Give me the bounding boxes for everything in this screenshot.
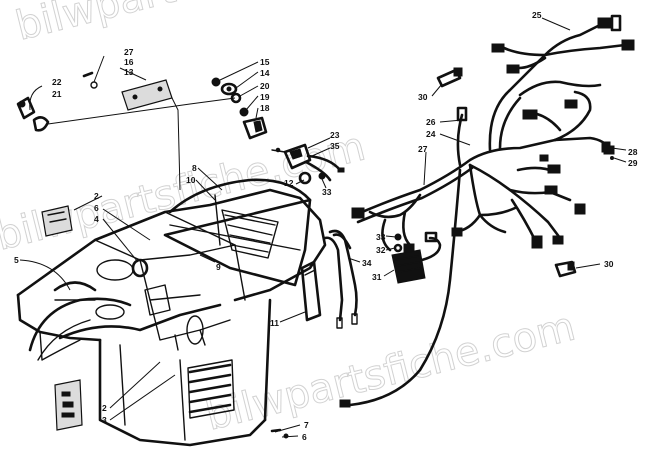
callout: 6 bbox=[302, 432, 307, 442]
wire-pigtail-34 bbox=[323, 229, 358, 329]
louver-vents bbox=[187, 359, 235, 419]
callout: 35 bbox=[330, 141, 340, 151]
callout: 7 bbox=[304, 420, 309, 430]
gauge-opening bbox=[95, 304, 125, 320]
callout: 2 bbox=[94, 191, 99, 201]
regulator-31 bbox=[391, 231, 442, 284]
nut-12 bbox=[298, 171, 312, 185]
callout: 19 bbox=[260, 92, 270, 102]
pad-part bbox=[41, 205, 73, 237]
screw-7 bbox=[270, 428, 289, 439]
washer-32 bbox=[393, 243, 403, 253]
callout: 11 bbox=[270, 318, 279, 328]
console-housing bbox=[16, 188, 327, 447]
connector-30-top bbox=[436, 67, 463, 88]
callout: 14 bbox=[260, 68, 270, 78]
callout: 4 bbox=[94, 214, 99, 224]
nut-15 bbox=[211, 77, 221, 87]
callout: 10 bbox=[186, 175, 196, 185]
callout: 16 bbox=[124, 57, 134, 67]
mounting-strip bbox=[300, 260, 322, 322]
callout: 21 bbox=[52, 89, 62, 99]
washer-14 bbox=[220, 82, 238, 96]
gauge-opening bbox=[96, 259, 134, 281]
callout: 24 bbox=[426, 129, 436, 139]
callout: 27 bbox=[124, 47, 134, 57]
callout: 27 bbox=[418, 144, 428, 154]
callout: 15 bbox=[260, 57, 270, 67]
callout: 5 bbox=[14, 255, 19, 265]
headlight-pod bbox=[53, 281, 97, 292]
callout: 20 bbox=[260, 81, 270, 91]
knob bbox=[131, 258, 149, 278]
watermark-text: bilwpartsfiche.com bbox=[0, 124, 370, 260]
callout: 30 bbox=[418, 92, 428, 102]
callout: 18 bbox=[260, 103, 270, 113]
callout: 34 bbox=[362, 258, 372, 268]
switch-18 bbox=[242, 116, 268, 140]
callout-labels: 25 27 16 13 15 14 20 19 18 22 21 30 26 2… bbox=[14, 10, 638, 442]
callout: 28 bbox=[628, 147, 638, 157]
callout: 12 bbox=[284, 178, 294, 188]
callout: 22 bbox=[52, 77, 62, 87]
decal-plate bbox=[54, 379, 83, 431]
callout: 13 bbox=[124, 67, 134, 77]
callout: 25 bbox=[532, 10, 542, 20]
callout: 3 bbox=[102, 415, 107, 425]
callout: 32 bbox=[376, 245, 386, 255]
callout: 2 bbox=[102, 403, 107, 413]
connector-30-bottom bbox=[554, 260, 577, 278]
callout: 9 bbox=[216, 262, 221, 272]
nut-33-top bbox=[318, 172, 326, 180]
watermark-text: bilwpartsfiche.com bbox=[11, 0, 389, 50]
lamp-housing-21 bbox=[32, 116, 50, 132]
light-bracket-plate bbox=[121, 79, 173, 111]
screw-27 bbox=[82, 71, 94, 78]
callout: 29 bbox=[628, 158, 638, 168]
windshield-cowl bbox=[163, 178, 312, 287]
bulb-socket-22 bbox=[16, 96, 36, 120]
switch-assembly-23 bbox=[271, 143, 345, 182]
switch-opening bbox=[144, 284, 171, 316]
callout: 8 bbox=[192, 163, 197, 173]
callout: 26 bbox=[426, 117, 436, 127]
rivet-16 bbox=[90, 81, 98, 89]
callout: 6 bbox=[94, 203, 99, 213]
round-opening bbox=[186, 315, 204, 345]
callout: 31 bbox=[372, 272, 382, 282]
watermark-text: bilwpartsfiche.com bbox=[201, 304, 579, 440]
wiring-harness bbox=[339, 14, 635, 408]
callout: 33 bbox=[322, 187, 332, 197]
callout: 23 bbox=[330, 130, 340, 140]
callout: 30 bbox=[604, 259, 614, 269]
fastener-28 bbox=[601, 141, 614, 160]
callout: 33 bbox=[376, 232, 386, 242]
